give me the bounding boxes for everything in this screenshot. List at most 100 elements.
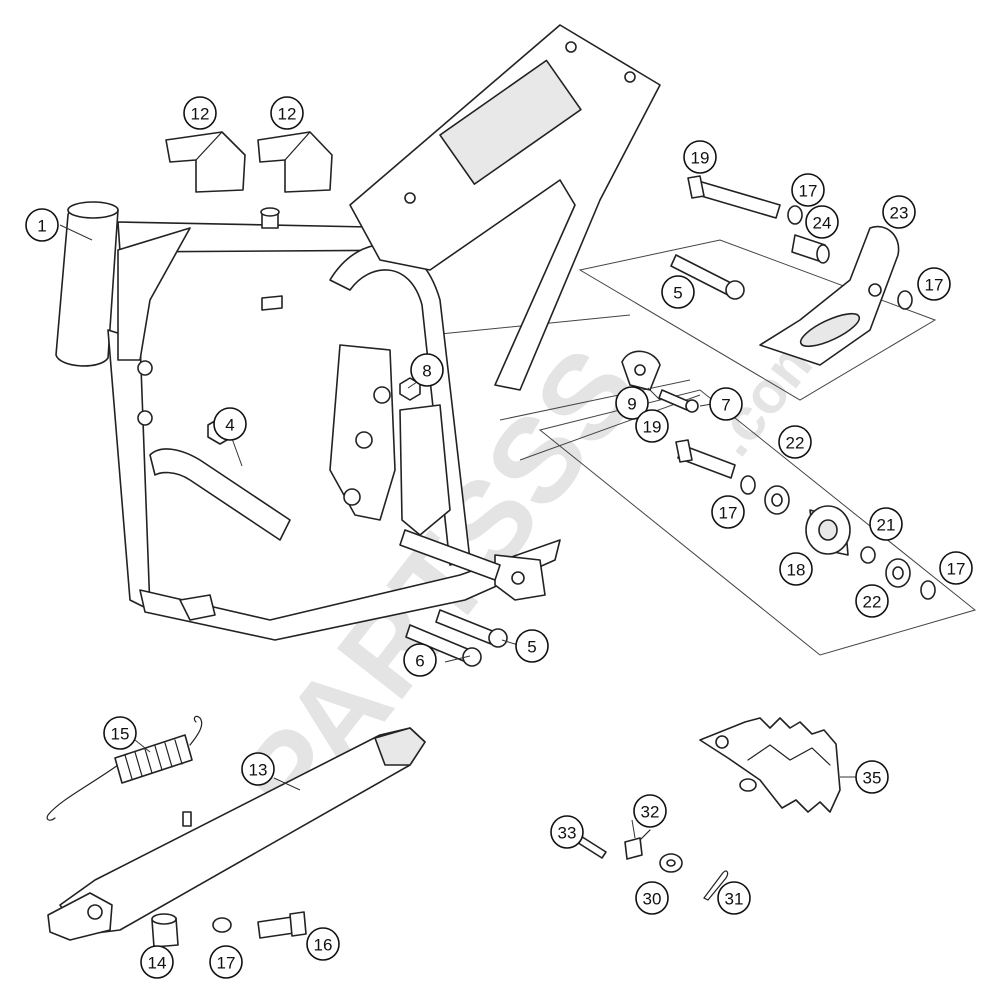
callout-circle (779, 552, 813, 586)
callout-number: 32 (641, 803, 660, 822)
callout-circle (209, 945, 243, 979)
callout-number: 16 (314, 936, 333, 955)
callout-number: 4 (225, 416, 234, 435)
callout-circle (550, 815, 584, 849)
callout-number: 18 (787, 561, 806, 580)
callout-circle (717, 881, 751, 915)
main-frame (55, 24, 661, 641)
callout-12: 12 (270, 96, 304, 130)
callout-17: 17 (791, 173, 825, 207)
washer-17-lower-a (740, 475, 756, 495)
callout-number: 12 (191, 105, 210, 124)
callout-circle (241, 752, 275, 786)
airbox-opening (439, 59, 582, 185)
callout-17: 17 (209, 945, 243, 979)
callout-circle (25, 208, 59, 242)
guide-line-c (519, 394, 701, 461)
callout-number: 5 (527, 638, 536, 657)
callout-17: 17 (939, 551, 973, 585)
callout-number: 19 (643, 418, 662, 437)
bracket-23-slot (799, 312, 861, 348)
spring-15-windings (124, 739, 183, 780)
callout-circle (306, 927, 340, 961)
callout-number: 19 (691, 149, 710, 168)
callout-circle (855, 760, 889, 794)
footpeg-group (570, 717, 841, 901)
cotter-pin-31 (703, 870, 729, 901)
footpeg-35-pivot (739, 778, 757, 792)
bolt-16-head (289, 911, 307, 937)
callout-5: 5 (515, 629, 549, 663)
bolt-5-lower-head (488, 628, 508, 648)
mount-boss-3 (343, 488, 361, 506)
callout-number: 8 (422, 362, 431, 381)
guide-line-b (499, 379, 691, 421)
callout-number: 9 (627, 395, 636, 414)
callout-circle (939, 551, 973, 585)
callout-circle (661, 275, 695, 309)
callout-number: 22 (863, 593, 882, 612)
callout-19: 19 (635, 409, 669, 443)
callout-number: 17 (217, 954, 236, 973)
callout-number: 30 (643, 890, 662, 909)
mount-boss-1 (373, 386, 391, 404)
callout-number: 17 (947, 560, 966, 579)
callout-circle (882, 195, 916, 229)
callout-30: 30 (635, 881, 669, 915)
top-tube-stud-cap (260, 207, 280, 217)
side-stand-group (46, 715, 426, 948)
callout-number: 12 (278, 105, 297, 124)
callout-circle (633, 794, 667, 828)
frame-protector-left-fold (195, 131, 223, 161)
callout-number: 6 (415, 652, 424, 671)
callout-number: 5 (673, 284, 682, 303)
callout-circle (410, 353, 444, 387)
upper-right-assembly (670, 175, 913, 366)
callout-circle (213, 407, 247, 441)
callout-19: 19 (683, 140, 717, 174)
spring-15-hook-right (189, 715, 203, 746)
bearing-22-b-inner (892, 566, 904, 580)
callout-number: 15 (111, 725, 130, 744)
spring-15-hook-left (46, 764, 119, 821)
callout-number: 17 (925, 276, 944, 295)
bushing-14-top (151, 913, 177, 925)
spring-32 (624, 837, 643, 860)
engine-mount-bracket (399, 404, 451, 536)
callout-circle (403, 643, 437, 677)
callout-number: 7 (721, 396, 730, 415)
footpeg-mount-hole (511, 571, 525, 585)
callout-22: 22 (855, 584, 889, 618)
roller-18-bore (818, 519, 838, 541)
callout-number: 1 (37, 217, 46, 236)
subframe-bolt-hole-2 (624, 71, 636, 83)
callout-circle (711, 495, 745, 529)
washer-17-upper (787, 205, 803, 225)
sleeve-21 (860, 546, 876, 564)
mount-boss-5 (137, 410, 153, 426)
callout-number: 14 (148, 954, 167, 973)
bolt-16 (257, 916, 295, 939)
cross-tube (399, 529, 501, 581)
callout-circle (855, 584, 889, 618)
tube-stub (261, 295, 283, 311)
callout-15: 15 (103, 716, 137, 750)
callout-35: 35 (855, 760, 889, 794)
bracket-23-hole (868, 283, 882, 297)
callout-6: 6 (403, 643, 437, 677)
subframe-bolt-hole-3 (404, 192, 416, 204)
callout-7: 7 (709, 387, 743, 421)
callout-circle (270, 96, 304, 130)
rear-subframe (349, 24, 661, 391)
callout-circle (778, 425, 812, 459)
callout-18: 18 (779, 552, 813, 586)
callout-circle (183, 96, 217, 130)
subframe-bolt-hole-1 (565, 41, 577, 53)
washer-17-bracket (897, 290, 913, 310)
bolt-19-lower-head (675, 439, 693, 463)
frame-protector-right-fold (284, 131, 311, 161)
frame-protector-right (257, 131, 333, 193)
callout-17: 17 (711, 495, 745, 529)
